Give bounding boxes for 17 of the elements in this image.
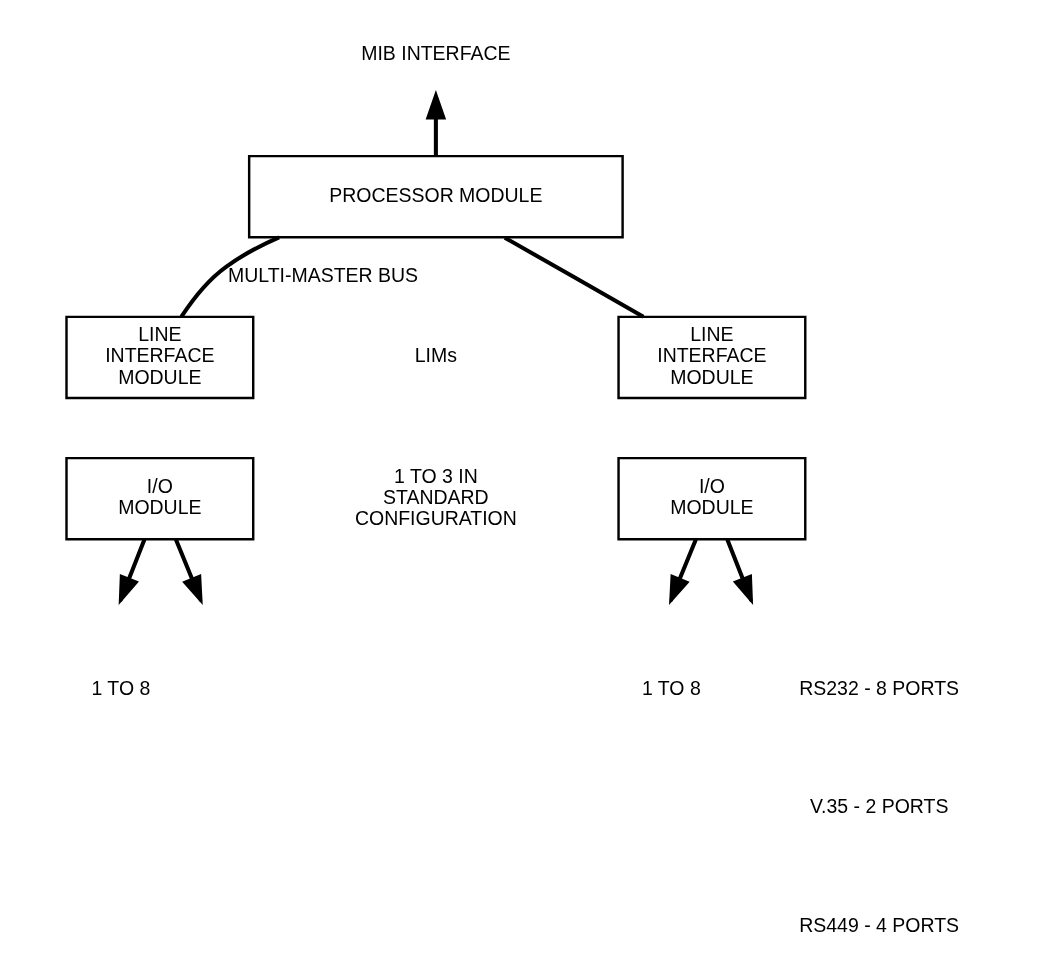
node-box: I/O MODULE <box>65 456 255 541</box>
node-box: PROCESSOR MODULE <box>247 154 624 239</box>
label: V.35 - 2 PORTS <box>809 795 949 818</box>
connector <box>503 235 645 319</box>
arrow <box>425 90 447 156</box>
node-box: LINE INTERFACE MODULE <box>617 315 807 400</box>
label: 1 TO 3 IN STANDARD CONFIGURATION <box>354 464 517 529</box>
node-box: I/O MODULE <box>617 456 807 541</box>
edge-label: MULTI-MASTER BUS <box>228 264 419 287</box>
label: RS449 - 4 PORTS <box>799 913 960 936</box>
node-text: MIB INTERFACE <box>361 42 511 65</box>
label: LIMs <box>414 344 457 367</box>
label: RS232 - 8 PORTS <box>799 676 960 699</box>
label: 1 TO 8 <box>91 676 151 699</box>
node-box: LINE INTERFACE MODULE <box>65 315 255 400</box>
connector <box>179 235 280 318</box>
label: 1 TO 8 <box>641 676 701 699</box>
